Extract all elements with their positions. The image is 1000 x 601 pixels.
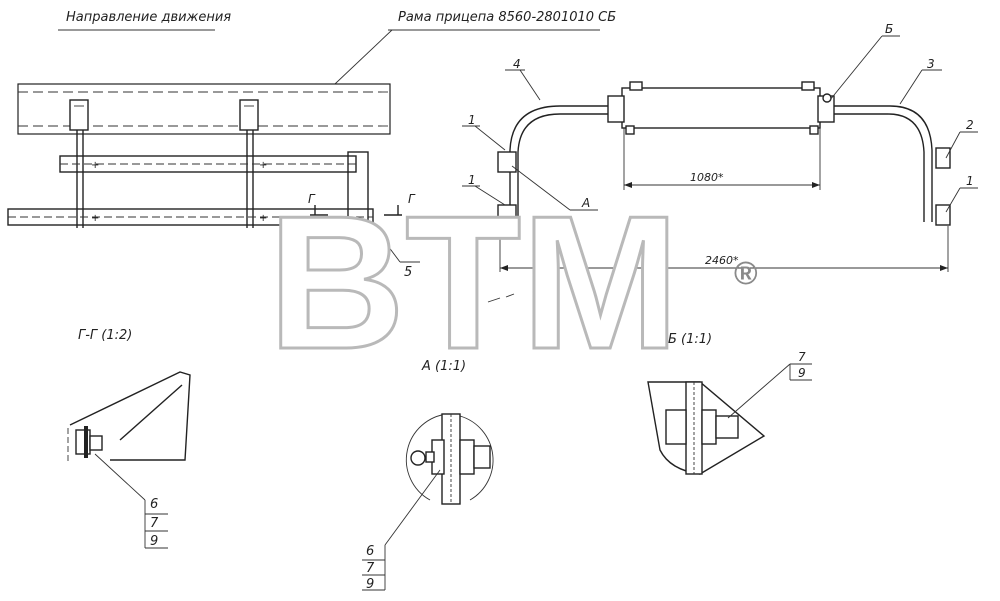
section-gg-stack-bot: 9 bbox=[150, 534, 158, 549]
svg-text:+: + bbox=[259, 160, 267, 171]
callout-1-lower: 1 bbox=[468, 173, 476, 187]
frame-label: Рама прицепа 8560-2801010 СБ bbox=[398, 10, 616, 25]
view-b-stack-top: 7 bbox=[798, 350, 806, 364]
callout-1-upper: 1 bbox=[468, 113, 476, 127]
watermark-logo: BTM ® bbox=[267, 176, 759, 391]
callout-a: А bbox=[581, 196, 590, 210]
section-gg-detail bbox=[67, 371, 191, 549]
section-gg-stack-mid: 7 bbox=[150, 516, 159, 531]
view-a-title: А (1:1) bbox=[421, 359, 466, 374]
watermark-text: BTM bbox=[268, 177, 680, 389]
svg-text:+: + bbox=[91, 160, 99, 171]
direction-label: Направление движения bbox=[66, 10, 231, 25]
dimension-2460: 2460* bbox=[705, 254, 739, 267]
bumper-assembly bbox=[462, 35, 978, 272]
callout-5: 5 bbox=[404, 265, 412, 280]
view-b-stack-bot: 9 bbox=[798, 366, 806, 380]
callout-2: 2 bbox=[966, 118, 974, 132]
callout-b: Б bbox=[885, 22, 893, 36]
watermark-registered: ® bbox=[734, 255, 758, 291]
section-gg-stack-top: 6 bbox=[150, 497, 158, 512]
svg-text:+: + bbox=[259, 213, 267, 224]
view-a-stack-top: 6 bbox=[366, 544, 374, 559]
callout-4: 4 bbox=[513, 57, 521, 71]
view-b-detail bbox=[647, 363, 812, 475]
view-a-detail bbox=[362, 413, 494, 591]
frame-side-view: + + + + bbox=[7, 83, 420, 263]
callout-3: 3 bbox=[927, 57, 935, 71]
svg-text:+: + bbox=[91, 213, 99, 224]
callout-1-right: 1 bbox=[966, 174, 974, 188]
callout-g-left: Г bbox=[308, 192, 316, 206]
dimension-1080: 1080* bbox=[690, 171, 724, 184]
view-b-title: Б (1:1) bbox=[668, 332, 712, 347]
view-a-stack-bot: 9 bbox=[366, 577, 374, 592]
callout-g-right: Г bbox=[408, 192, 416, 206]
section-gg-title: Г-Г (1:2) bbox=[78, 328, 132, 343]
view-a-stack-mid: 7 bbox=[366, 561, 375, 576]
